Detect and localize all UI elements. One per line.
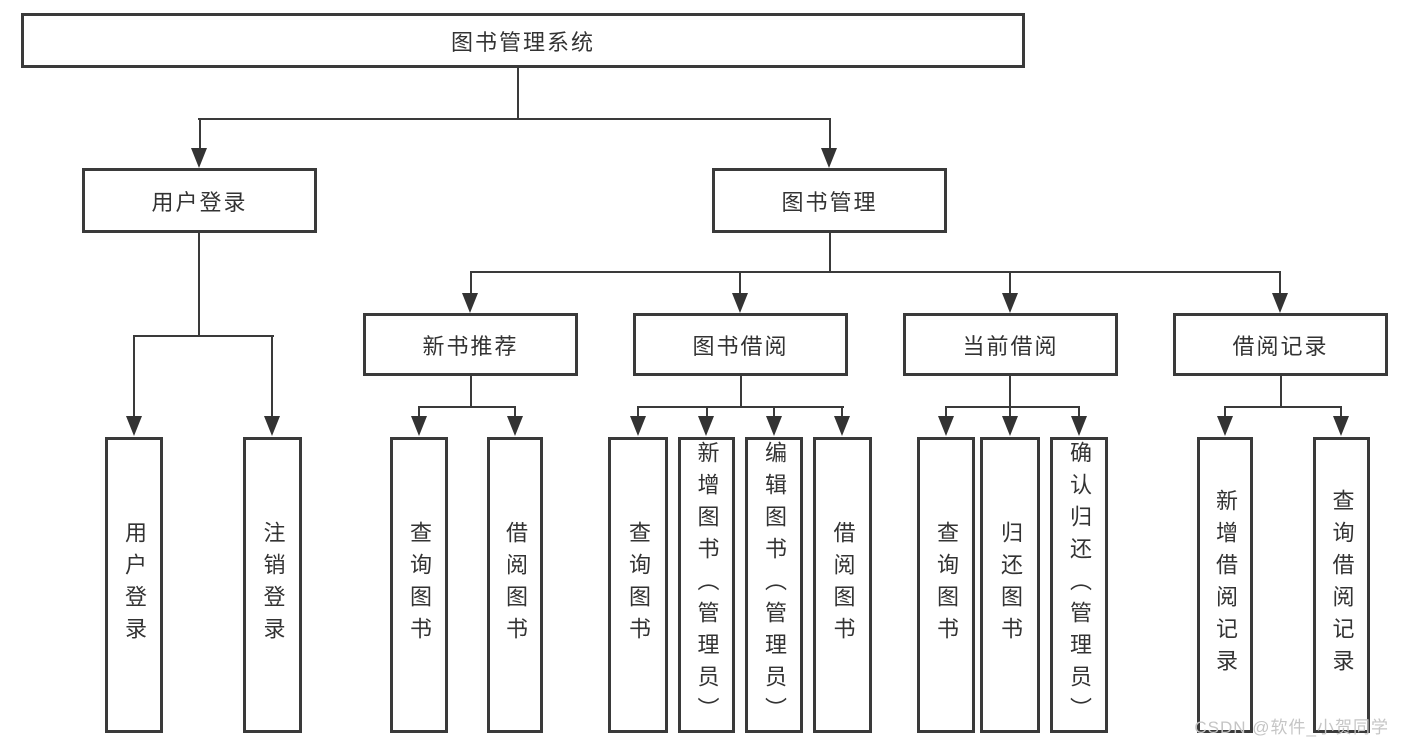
leaf-borrowing-borrow-books-label: 借阅图书 <box>830 521 856 649</box>
arrow-down-icon <box>1002 293 1018 313</box>
connector-vline <box>133 335 135 419</box>
connector-hline <box>1224 406 1342 408</box>
connector-vline <box>1280 376 1282 407</box>
connector-vline <box>1009 376 1011 407</box>
arrow-down-icon <box>630 416 646 436</box>
leaf-records-query-borrow-record: 查询借阅记录 <box>1313 437 1370 733</box>
node-library-system: 图书管理系统 <box>21 13 1025 68</box>
leaf-user-login-label: 用户登录 <box>122 521 147 649</box>
connector-hline <box>419 406 516 408</box>
connector-vline <box>706 406 708 420</box>
arrow-down-icon <box>126 416 142 436</box>
arrow-down-icon <box>698 416 714 436</box>
node-user-login-label: 用户登录 <box>151 189 248 215</box>
leaf-newbook-query-books-label: 查询图书 <box>407 521 432 649</box>
connector-hline <box>470 271 1281 273</box>
node-borrow-records-label: 借阅记录 <box>1232 333 1329 359</box>
arrow-down-icon <box>1217 416 1233 436</box>
connector-hline <box>637 406 844 408</box>
connector-vline <box>1009 406 1011 420</box>
leaf-newbook-borrow-books: 借阅图书 <box>487 437 543 733</box>
leaf-records-add-borrow-record: 新增借阅记录 <box>1197 437 1253 733</box>
connector-vline <box>418 406 420 420</box>
arrow-down-icon <box>264 416 280 436</box>
connector-vline <box>829 118 831 151</box>
connector-vline <box>841 406 843 420</box>
leaf-current-confirm-return-admin: 确认归还（管理员） <box>1050 437 1108 733</box>
connector-vline <box>1340 406 1342 420</box>
node-library-system-label: 图书管理系统 <box>450 29 595 55</box>
leaf-current-return-books-label: 归还图书 <box>998 521 1023 649</box>
connector-vline <box>773 406 775 420</box>
node-book-borrowing: 图书借阅 <box>633 313 848 376</box>
node-new-book-recommend: 新书推荐 <box>363 313 578 376</box>
arrow-down-icon <box>1002 416 1018 436</box>
leaf-logout: 注销登录 <box>243 437 302 733</box>
leaf-current-query-books: 查询图书 <box>917 437 975 733</box>
leaf-borrowing-add-books-admin: 新增图书（管理员） <box>678 437 735 733</box>
leaf-records-query-borrow-record-label: 查询借阅记录 <box>1329 489 1355 681</box>
node-book-borrowing-label: 图书借阅 <box>692 333 789 359</box>
connector-vline <box>1078 406 1080 420</box>
connector-vline <box>470 376 472 407</box>
arrow-down-icon <box>766 416 782 436</box>
node-current-borrowing: 当前借阅 <box>903 313 1118 376</box>
arrow-down-icon <box>191 148 207 168</box>
connector-vline <box>1279 271 1281 297</box>
connector-hline <box>133 335 274 337</box>
leaf-newbook-borrow-books-label: 借阅图书 <box>503 521 528 649</box>
node-borrow-records: 借阅记录 <box>1173 313 1388 376</box>
node-book-management: 图书管理 <box>712 168 947 233</box>
arrow-down-icon <box>732 293 748 313</box>
connector-vline <box>199 118 201 151</box>
connector-hline <box>198 118 831 120</box>
connector-vline <box>1224 406 1226 420</box>
leaf-current-return-books: 归还图书 <box>980 437 1040 733</box>
leaf-borrowing-query-books: 查询图书 <box>608 437 668 733</box>
arrow-down-icon <box>938 416 954 436</box>
connector-vline <box>740 376 742 407</box>
node-book-management-label: 图书管理 <box>781 189 878 215</box>
connector-vline <box>514 406 516 420</box>
leaf-current-confirm-return-admin-label: 确认归还（管理员） <box>1067 441 1092 729</box>
leaf-borrowing-edit-books-admin: 编辑图书（管理员） <box>745 437 803 733</box>
leaf-borrowing-edit-books-admin-label: 编辑图书（管理员） <box>762 441 787 729</box>
leaf-logout-label: 注销登录 <box>260 521 286 649</box>
leaf-user-login: 用户登录 <box>105 437 163 733</box>
connector-vline <box>829 233 831 273</box>
leaf-borrowing-borrow-books: 借阅图书 <box>813 437 872 733</box>
connector-vline <box>945 406 947 420</box>
arrow-down-icon <box>1071 416 1087 436</box>
connector-vline <box>271 335 273 419</box>
connector-vline <box>517 68 519 119</box>
arrow-down-icon <box>1272 293 1288 313</box>
arrow-down-icon <box>1333 416 1349 436</box>
leaf-current-query-books-label: 查询图书 <box>934 521 959 649</box>
arrow-down-icon <box>821 148 837 168</box>
arrow-down-icon <box>834 416 850 436</box>
connector-vline <box>739 271 741 297</box>
arrow-down-icon <box>507 416 523 436</box>
leaf-borrowing-add-books-admin-label: 新增图书（管理员） <box>694 441 720 729</box>
connector-vline <box>1009 271 1011 297</box>
connector-vline <box>637 406 639 420</box>
connector-vline <box>470 271 472 297</box>
connector-vline <box>198 233 200 337</box>
leaf-borrowing-query-books-label: 查询图书 <box>626 521 651 649</box>
node-current-borrowing-label: 当前借阅 <box>962 333 1059 359</box>
connector-hline <box>945 406 1080 408</box>
leaf-records-add-borrow-record-label: 新增借阅记录 <box>1213 489 1238 681</box>
csdn-watermark: CSDN @软件_小贺同学 <box>1194 718 1389 737</box>
node-new-book-recommend-label: 新书推荐 <box>422 333 519 359</box>
arrow-down-icon <box>411 416 427 436</box>
arrow-down-icon <box>462 293 478 313</box>
node-user-login: 用户登录 <box>82 168 317 233</box>
leaf-newbook-query-books: 查询图书 <box>390 437 448 733</box>
